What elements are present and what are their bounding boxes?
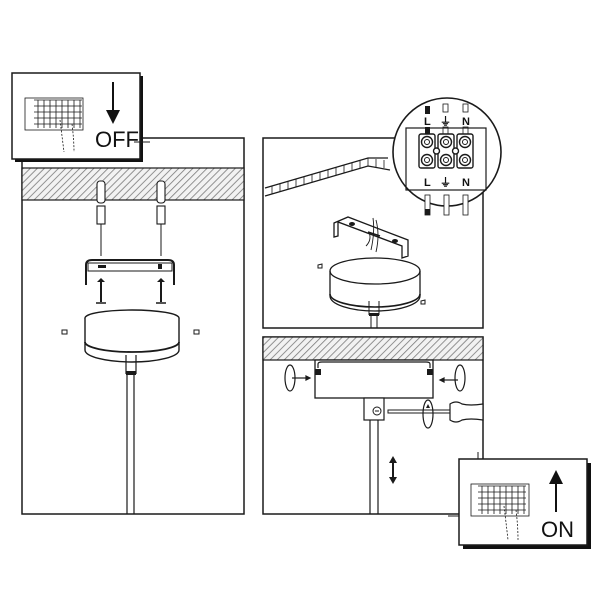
side-screw-right [193,329,200,335]
terminal-top-label-l: L [424,116,431,128]
loose-screw-left [317,263,323,269]
ceiling-hatch-2 [262,336,484,361]
terminal-bottom-label-l: L [424,177,431,189]
screw-left [96,278,106,304]
side-screw-left [61,329,68,335]
screw-right [156,278,166,304]
power-off-step: OFF [11,72,150,162]
canopy-top [329,257,421,328]
height-adjust-arrow-icon [389,456,397,484]
breaker-panel-icon [24,97,84,153]
cord-grip [363,397,385,514]
mounting-bracket [85,259,175,285]
earth-symbol-top: ⏚ [440,115,451,128]
hand-icon-on [503,505,519,541]
wall-plug-left [96,180,106,256]
breaker-panel-icon-on [470,483,530,541]
terminal-bottom-label-n: N [462,177,470,189]
on-label: ON [541,517,574,542]
hand-icon [59,119,75,153]
power-on-step: ON [448,452,591,549]
canopy-side [314,359,434,399]
earth-symbol-bottom: ⏚ [440,176,451,189]
loose-screw-right [420,299,426,305]
off-label: OFF [95,127,139,152]
bracket-with-wires [333,216,409,259]
arrow-down-icon [106,82,120,124]
ceiling-edge [264,157,391,197]
rotate-arrow-left-icon [284,364,312,392]
pendant-cord [125,355,137,514]
terminal-top-label-n: N [462,116,470,128]
arrow-up-icon [549,470,563,512]
terminal-block-detail: L ⏚ N L ⏚ N [392,97,502,216]
wall-plug-right [156,180,166,256]
ceiling-hatch [21,167,245,201]
rotate-arrow-right-icon [438,364,466,392]
canopy [84,309,180,363]
panel-fix-adjust [262,336,484,515]
panel-mount-bracket [21,137,245,515]
screwdriver-icon [387,399,484,429]
